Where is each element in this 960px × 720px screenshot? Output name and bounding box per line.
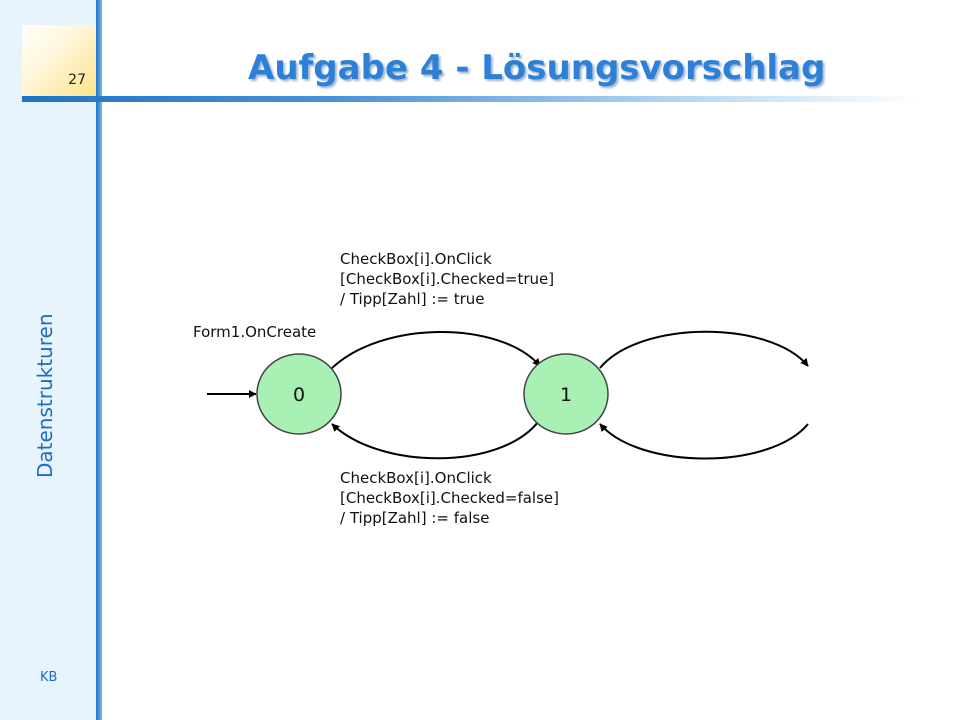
outgoing-arrow-right (599, 330, 809, 369)
state-1: 1 (523, 353, 609, 435)
footer-initials: KB (40, 670, 58, 685)
state-1-label: 1 (560, 384, 572, 406)
transition-arrow-1-to-0 (331, 421, 539, 460)
bottom-transition-action: / Tipp[Zahl] := false (340, 509, 490, 527)
incoming-arrow-right (599, 423, 809, 460)
start-event-label: Form1.OnCreate (193, 323, 317, 341)
slide-number-box: 27 (22, 25, 96, 96)
state-0: 0 (256, 353, 342, 435)
top-transition-label: CheckBox[i].OnClick [CheckBox[i].Checked… (340, 249, 554, 309)
transition-arrow-0-to-1 (329, 331, 541, 371)
bottom-transition-label: CheckBox[i].OnClick [CheckBox[i].Checked… (340, 468, 559, 528)
top-transition-guard: [CheckBox[i].Checked=true] (340, 270, 555, 288)
state-0-label: 0 (293, 384, 305, 406)
sidebar (0, 0, 96, 720)
title-underline (22, 96, 920, 102)
top-transition-action: / Tipp[Zahl] := true (340, 290, 485, 308)
slide-title: Aufgabe 4 - Lösungsvorschlag (248, 48, 826, 88)
bottom-transition-event: CheckBox[i].OnClick (340, 469, 492, 487)
vertical-divider (96, 0, 102, 720)
bottom-transition-guard: [CheckBox[i].Checked=false] (340, 489, 559, 507)
slide-number: 27 (68, 72, 86, 88)
top-transition-event: CheckBox[i].OnClick (340, 250, 492, 268)
